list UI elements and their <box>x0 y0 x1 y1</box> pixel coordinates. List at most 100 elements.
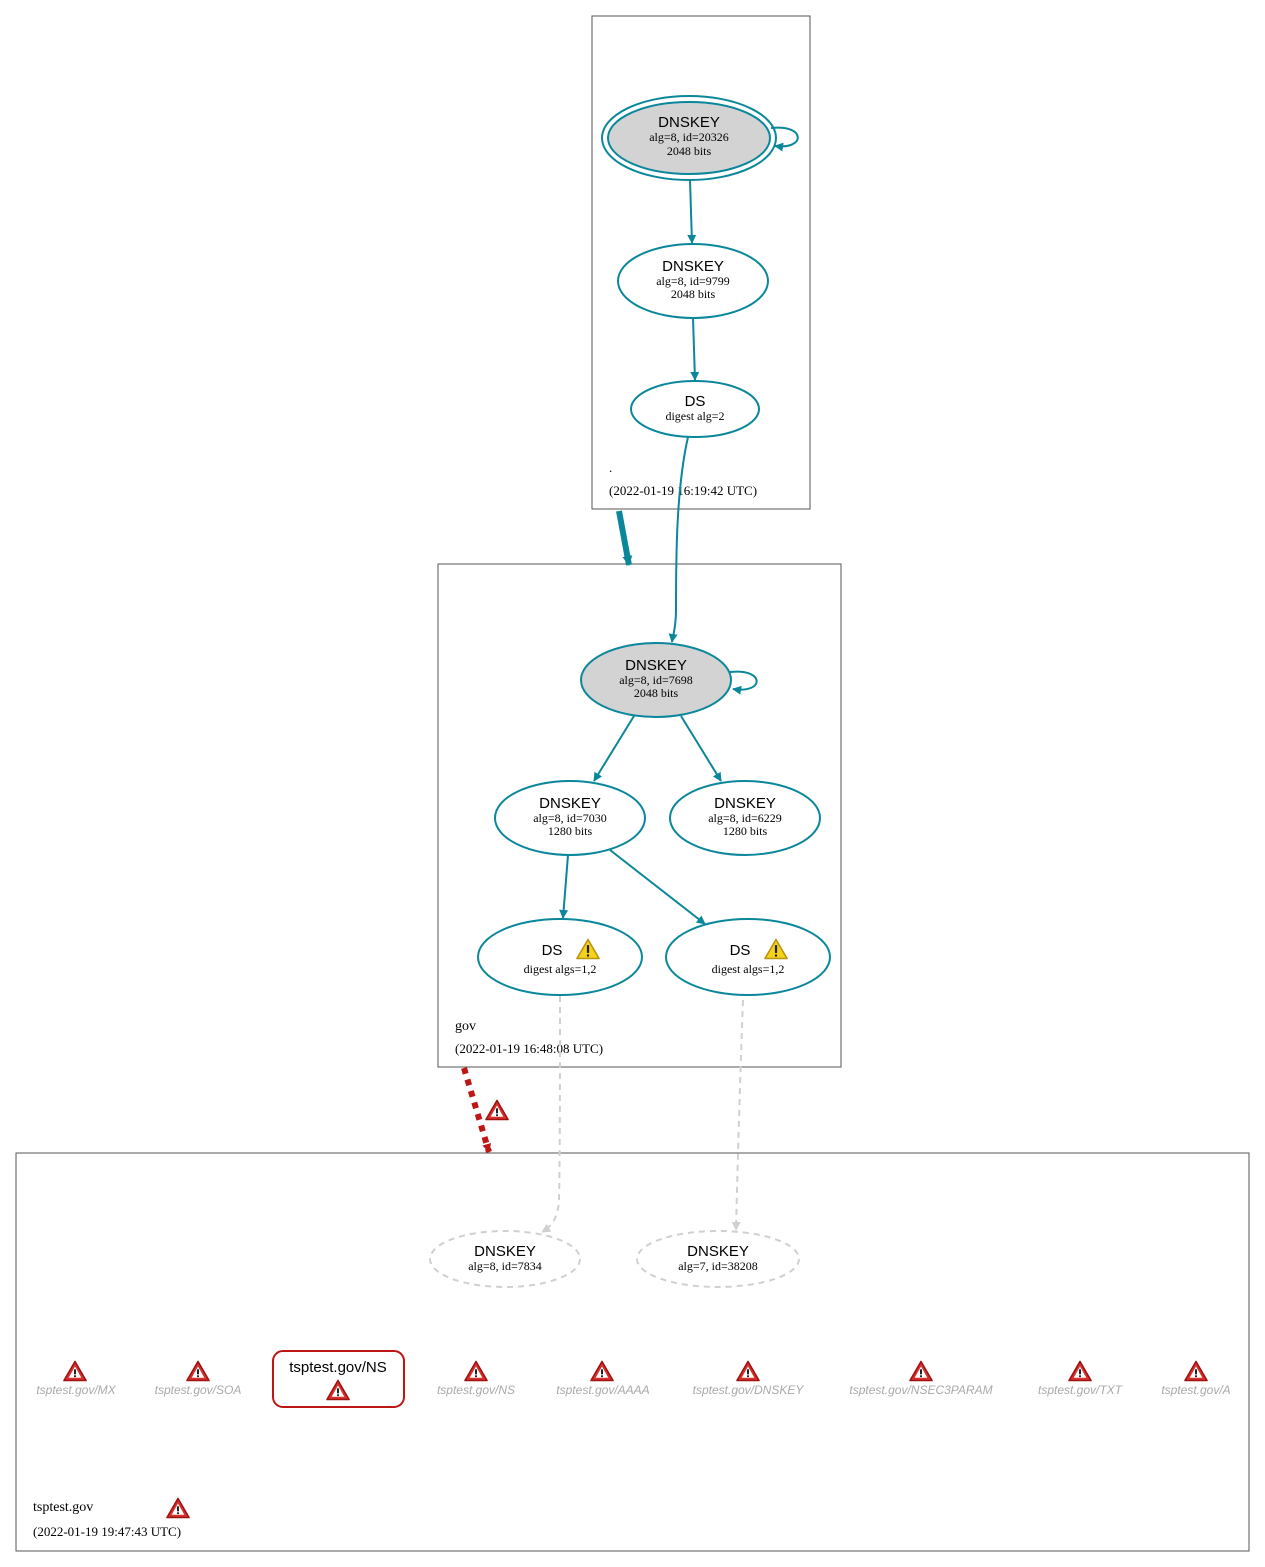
node-gov-zsk2-line2: 1280 bits <box>723 824 768 838</box>
edge-gov-ds2-to-tsptest-key2 <box>731 999 744 1231</box>
record-soa-label: tsptest.gov/SOA <box>155 1383 242 1397</box>
record-nsec3param[interactable]: tsptest.gov/NSEC3PARAM <box>849 1360 993 1398</box>
node-tsptest-key1[interactable]: DNSKEY alg=8, id=7834 <box>429 1230 581 1288</box>
node-root-ksk-line1: alg=8, id=20326 <box>649 130 729 144</box>
record-dnskey[interactable]: tsptest.gov/DNSKEY <box>693 1360 805 1398</box>
node-tsptest-key2[interactable]: DNSKEY alg=7, id=38208 <box>636 1230 800 1288</box>
error-icon <box>485 1099 509 1121</box>
record-soa[interactable]: tsptest.gov/SOA <box>155 1360 242 1398</box>
zone-root-timestamp: (2022-01-19 16:19:42 UTC) <box>609 483 757 498</box>
node-root-zsk-line2: 2048 bits <box>671 287 716 301</box>
record-aaaa[interactable]: tsptest.gov/AAAA <box>556 1360 650 1398</box>
node-gov-ds1[interactable]: DS digest algs=1,2 <box>477 918 643 996</box>
node-gov-zsk2[interactable]: DNSKEY alg=8, id=6229 1280 bits <box>669 780 821 856</box>
zone-tsptest-timestamp: (2022-01-19 19:47:43 UTC) <box>33 1524 181 1539</box>
error-icon <box>909 1360 933 1382</box>
record-a-label: tsptest.gov/A <box>1161 1383 1230 1397</box>
zone-gov-border <box>437 563 842 1068</box>
node-root-ksk-shape <box>607 101 771 175</box>
node-gov-ds2-line1: digest algs=1,2 <box>712 962 785 976</box>
node-tsptest-ns-box[interactable]: tsptest.gov/NS <box>272 1350 405 1408</box>
error-icon <box>1068 1360 1092 1382</box>
node-root-ds-line1: digest alg=2 <box>665 409 724 423</box>
node-gov-zsk1-title: DNSKEY <box>539 795 601 812</box>
zone-root-name: . <box>609 460 612 475</box>
record-nsec3param-label: tsptest.gov/NSEC3PARAM <box>849 1383 992 1397</box>
node-gov-ksk-shape <box>580 642 732 718</box>
node-tsptest-key1-shape <box>429 1230 581 1288</box>
node-tsptest-key2-title: DNSKEY <box>687 1243 749 1260</box>
node-root-zsk-line1: alg=8, id=9799 <box>656 274 730 288</box>
node-gov-zsk1-line2: 1280 bits <box>548 824 593 838</box>
zone-tsptest: tsptest.gov (2022-01-19 19:47:43 UTC) <box>15 1152 1250 1552</box>
edge-root-ksk-self <box>770 126 799 152</box>
node-gov-ds2-shape <box>665 918 831 996</box>
edge-gov-ds1-to-tsptest-key1 <box>541 995 561 1233</box>
edge-root-zsk-to-ds <box>690 317 700 381</box>
node-gov-zsk1[interactable]: DNSKEY alg=8, id=7030 1280 bits <box>494 780 646 856</box>
error-icon <box>464 1360 488 1382</box>
node-gov-zsk1-shape <box>494 780 646 856</box>
error-icon <box>590 1360 614 1382</box>
node-root-ksk-title: DNSKEY <box>658 114 720 131</box>
record-dnskey-label: tsptest.gov/DNSKEY <box>693 1383 805 1397</box>
zone-gov: gov (2022-01-19 16:48:08 UTC) <box>437 563 842 1068</box>
node-gov-ds1-title: DS <box>542 942 563 959</box>
node-root-zsk-title: DNSKEY <box>662 258 724 275</box>
record-ns[interactable]: tsptest.gov/NS <box>437 1360 515 1398</box>
node-root-zsk-shape <box>617 243 769 319</box>
node-root-ksk-line2: 2048 bits <box>667 144 712 158</box>
node-root-ds-title: DS <box>685 393 706 410</box>
zone-tsptest-border <box>15 1152 1250 1552</box>
node-tsptest-ns-box-shape <box>272 1350 405 1408</box>
node-gov-ds2-title: DS <box>730 942 751 959</box>
zone-root: . (2022-01-19 16:19:42 UTC) <box>591 15 811 510</box>
record-a[interactable]: tsptest.gov/A <box>1161 1360 1231 1398</box>
node-root-ds[interactable]: DS digest alg=2 <box>630 380 760 438</box>
zone-gov-timestamp: (2022-01-19 16:48:08 UTC) <box>455 1041 603 1056</box>
edge-delegation-root-to-gov <box>616 510 633 566</box>
error-icon <box>166 1497 190 1519</box>
edge-gov-ksk-self <box>729 670 758 695</box>
edge-delegation-gov-to-tsptest <box>461 1067 492 1153</box>
node-tsptest-key2-shape <box>636 1230 800 1288</box>
node-gov-ds1-line1: digest algs=1,2 <box>524 962 597 976</box>
error-icon <box>1184 1360 1208 1382</box>
node-gov-ksk-line2: 2048 bits <box>634 686 679 700</box>
edge-gov-zsk1-to-ds1 <box>559 854 569 919</box>
record-txt-label: tsptest.gov/TXT <box>1038 1383 1124 1397</box>
error-icon <box>736 1360 760 1382</box>
node-gov-ksk[interactable]: DNSKEY alg=8, id=7698 2048 bits <box>580 642 732 718</box>
edge-gov-zsk1-to-ds2 <box>609 849 706 925</box>
edge-root-ds-to-gov-ksk <box>668 436 689 643</box>
record-mx[interactable]: tsptest.gov/MX <box>36 1360 117 1398</box>
node-gov-ds1-shape <box>477 918 643 996</box>
node-gov-ksk-title: DNSKEY <box>625 657 687 674</box>
node-root-zsk[interactable]: DNSKEY alg=8, id=9799 2048 bits <box>617 243 769 319</box>
node-gov-ksk-line1: alg=8, id=7698 <box>619 673 693 687</box>
edge-gov-ksk-to-zsk2 <box>680 715 722 782</box>
node-root-ds-shape <box>630 380 760 438</box>
node-tsptest-key2-line1: alg=7, id=38208 <box>678 1259 758 1273</box>
node-tsptest-ns-box-label: tsptest.gov/NS <box>289 1359 387 1376</box>
record-txt[interactable]: tsptest.gov/TXT <box>1038 1360 1124 1398</box>
error-icon <box>186 1360 210 1382</box>
node-root-ksk[interactable]: DNSKEY alg=8, id=20326 2048 bits <box>601 95 777 181</box>
node-gov-ds2[interactable]: DS digest algs=1,2 <box>665 918 831 996</box>
node-root-ksk-outer-ring <box>601 95 777 181</box>
node-tsptest-key1-title: DNSKEY <box>474 1243 536 1260</box>
record-mx-label: tsptest.gov/MX <box>36 1383 116 1397</box>
node-gov-zsk1-line1: alg=8, id=7030 <box>533 811 607 825</box>
error-icon <box>63 1360 87 1382</box>
zone-gov-name: gov <box>455 1019 476 1034</box>
zone-tsptest-name: tsptest.gov <box>33 1500 93 1515</box>
record-ns-label: tsptest.gov/NS <box>437 1383 515 1397</box>
edge-root-ksk-to-zsk <box>687 179 697 244</box>
record-aaaa-label: tsptest.gov/AAAA <box>556 1383 649 1397</box>
node-gov-zsk2-line1: alg=8, id=6229 <box>708 811 782 825</box>
node-gov-zsk2-title: DNSKEY <box>714 795 776 812</box>
zone-root-border <box>591 15 811 510</box>
node-gov-zsk2-shape <box>669 780 821 856</box>
edge-gov-ksk-to-zsk1 <box>593 715 635 782</box>
